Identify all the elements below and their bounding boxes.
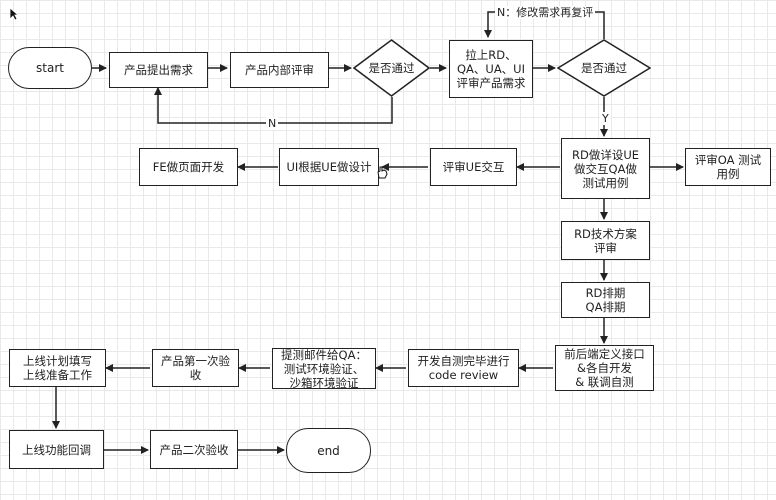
end-node[interactable]: end: [286, 428, 371, 473]
acceptance2-node[interactable]: 产品二次验收: [150, 430, 238, 469]
fe-dev-node[interactable]: FE做页面开发: [139, 148, 238, 186]
product-review-node[interactable]: 产品内部评审: [230, 52, 329, 88]
edge-label-n-modify: N：修改需求再复评: [495, 6, 596, 19]
decision1-shape: [353, 39, 430, 97]
review-qa-node[interactable]: 评审OA 测试 用例: [685, 148, 771, 186]
decision2-shape: [557, 39, 651, 97]
edge-label-y: Y: [600, 112, 611, 125]
decision2-label: 是否通过: [581, 61, 627, 75]
acceptance1-node[interactable]: 产品第一次验 收: [152, 349, 239, 387]
decision1-node[interactable]: 是否通过: [353, 39, 430, 97]
ui-design-node[interactable]: UI根据UE做设计: [279, 148, 379, 186]
pull-team-review-node[interactable]: 拉上RD、 QA、UA、UI 评审产品需求: [449, 40, 533, 98]
rd-design-node[interactable]: RD做详设UE 做交互QA做 测试用例: [561, 138, 650, 199]
code-review-node[interactable]: 开发自测完毕进行 code review: [408, 349, 519, 387]
email-qa-node[interactable]: 提测邮件给QA： 测试环境验证、 沙箱环境验证: [272, 348, 376, 390]
release-check-node[interactable]: 上线功能回调: [9, 430, 104, 469]
rd-schedule-node[interactable]: RD排期 QA排期: [561, 282, 650, 318]
edge-label-n-back: N: [266, 117, 279, 130]
decision1-label: 是否通过: [368, 61, 415, 75]
mouse-pointer-icon: [9, 7, 19, 21]
release-plan-node[interactable]: 上线计划填写 上线准备工作: [9, 349, 106, 387]
start-node[interactable]: start: [8, 47, 92, 89]
product-request-node[interactable]: 产品提出需求: [109, 52, 208, 88]
review-ue-node[interactable]: 评审UE交互: [430, 148, 517, 186]
decision2-node[interactable]: 是否通过: [557, 39, 651, 97]
rd-tech-review-node[interactable]: RD技术方案 评审: [561, 221, 650, 260]
api-dev-node[interactable]: 前后端定义接口 &各自开发 & 联调自测: [555, 345, 654, 391]
hand-cursor-icon: [377, 166, 388, 179]
